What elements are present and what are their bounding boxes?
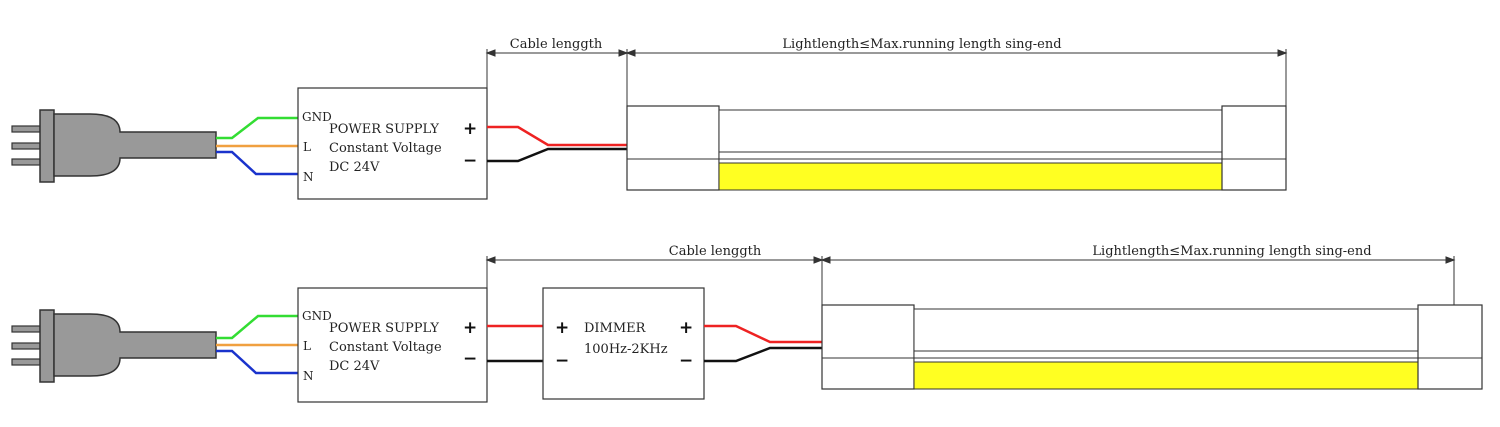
- live-terminal-label: L: [303, 140, 311, 154]
- power-supply-box: [297, 287, 488, 403]
- led-strip: [821, 304, 1483, 390]
- power-supply-minus: −: [463, 349, 477, 369]
- negative-wire: [487, 147, 627, 163]
- dimension-lines: [485, 49, 1288, 106]
- light-length-label: Lightlength≤Max.running length sing-end: [782, 37, 1061, 52]
- power-supply-title: POWER SUPPLY: [329, 321, 439, 336]
- power-supply-voltage: DC 24V: [329, 359, 380, 374]
- cable-length-label: Cable lenggth: [669, 244, 762, 259]
- led-strip: [626, 105, 1287, 191]
- dimmer-output-plus: +: [679, 318, 693, 338]
- gnd-terminal-label: GND: [302, 309, 332, 323]
- diagram-dimmer: GND L N POWER SUPPLY Constant Voltage DC…: [11, 244, 1483, 403]
- power-supply-mode: Constant Voltage: [329, 340, 442, 355]
- diagram-constant-voltage: GND L N POWER SUPPLY Constant Voltage DC…: [11, 37, 1288, 200]
- plug-icon: [11, 309, 217, 383]
- dimmer-input-plus: +: [555, 318, 569, 338]
- power-supply-mode: Constant Voltage: [329, 141, 442, 156]
- positive-wire: [487, 125, 627, 147]
- live-terminal-label: L: [303, 339, 311, 353]
- positive-wire: [704, 324, 822, 344]
- gnd-wire: [216, 314, 298, 340]
- power-supply-minus: −: [463, 151, 477, 171]
- power-supply-plus: +: [463, 318, 477, 338]
- gnd-terminal-label: GND: [302, 110, 332, 124]
- power-supply-voltage: DC 24V: [329, 160, 380, 175]
- neutral-terminal-label: N: [303, 369, 314, 383]
- led-strip-lit-area: [718, 162, 1223, 191]
- dimension-lines: [485, 256, 1456, 305]
- dimmer-box: [542, 287, 705, 400]
- cable-length-label: Cable lenggth: [510, 37, 603, 52]
- neutral-wire: [216, 349, 298, 375]
- plug-icon: [11, 109, 217, 183]
- dimmer-frequency: 100Hz-2KHz: [584, 342, 668, 357]
- neutral-wire: [216, 150, 298, 176]
- power-supply-box: [297, 87, 488, 200]
- led-strip-lit-area: [913, 361, 1419, 390]
- dimmer-title: DIMMER: [584, 321, 647, 336]
- power-supply-title: POWER SUPPLY: [329, 122, 439, 137]
- dimmer-input-minus: −: [555, 351, 569, 371]
- dimmer-output-minus: −: [679, 351, 693, 371]
- negative-wire: [704, 346, 822, 363]
- light-length-label: Lightlength≤Max.running length sing-end: [1092, 244, 1371, 259]
- power-supply-plus: +: [463, 119, 477, 139]
- gnd-wire: [216, 116, 298, 140]
- neutral-terminal-label: N: [303, 170, 314, 184]
